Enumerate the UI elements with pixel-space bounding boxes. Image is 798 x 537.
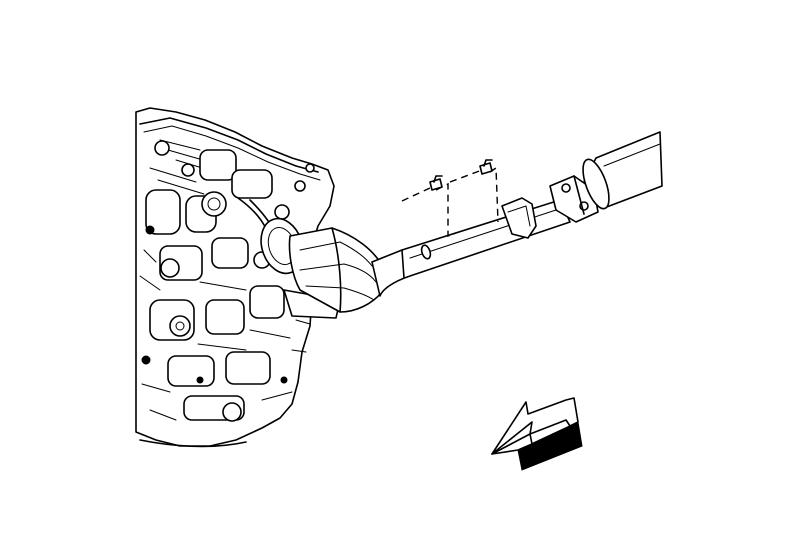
exhaust-pipe — [371, 199, 571, 297]
pipe-hanger-bracket — [501, 197, 537, 239]
leader-line-right — [449, 166, 499, 223]
engine-assembly — [135, 107, 341, 448]
mounting-bolts — [401, 159, 499, 238]
leader-line-left — [401, 182, 457, 238]
direction-arrow-icon — [491, 397, 583, 471]
muffler — [582, 131, 663, 210]
catalytic-converter — [288, 227, 383, 313]
